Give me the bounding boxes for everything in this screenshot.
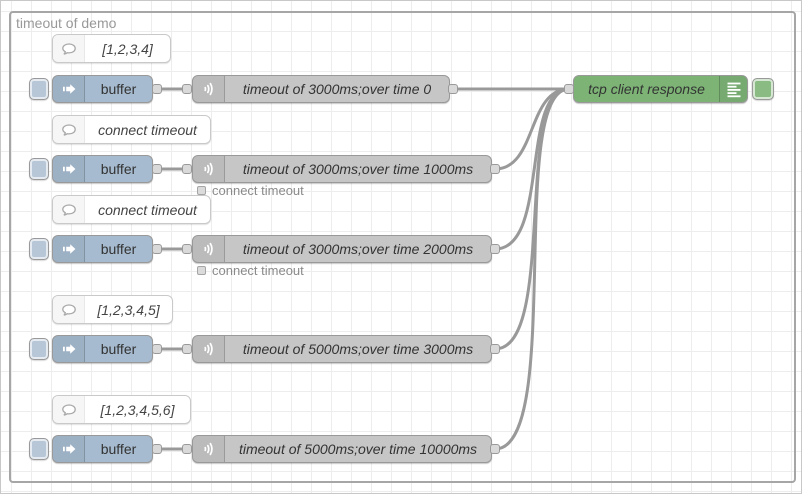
tcp-request-label: timeout of 5000ms;over time 10000ms	[238, 441, 478, 457]
inject-label: buffer	[100, 441, 137, 457]
wire-tcp3-debug[interactable]	[494, 87, 570, 251]
inject-arrow-icon	[53, 236, 85, 262]
inject-label: buffer	[100, 161, 137, 177]
comment-node[interactable]: [1,2,3,4,5]	[52, 295, 173, 324]
tcp-output-port[interactable]	[490, 344, 500, 354]
tcp-request-node[interactable]: timeout of 3000ms;over time 2000ms	[192, 235, 492, 263]
tcp-input-port[interactable]	[182, 84, 192, 94]
debug-input-port[interactable]	[564, 84, 574, 94]
tcp-request-node[interactable]: timeout of 3000ms;over time 1000ms	[192, 155, 492, 183]
status-label: connect timeout	[212, 183, 304, 198]
inject-button[interactable]	[29, 78, 49, 100]
inject-node[interactable]: buffer	[52, 155, 153, 183]
comment-bubble-icon	[53, 296, 85, 323]
group-label: timeout of demo	[16, 15, 117, 31]
tcp-input-port[interactable]	[182, 444, 192, 454]
comment-node[interactable]: connect timeout	[52, 195, 211, 224]
debug-toggle-button[interactable]	[752, 78, 774, 100]
comment-bubble-icon	[53, 196, 85, 223]
tcp-output-port[interactable]	[490, 244, 500, 254]
inject-output-port[interactable]	[152, 244, 162, 254]
inject-button[interactable]	[29, 438, 49, 460]
comment-node[interactable]: connect timeout	[52, 115, 211, 144]
wire-tcp2-debug[interactable]	[494, 87, 570, 171]
comment-bubble-icon	[53, 116, 85, 143]
status-dot-icon	[197, 266, 206, 275]
tcp-input-port[interactable]	[182, 164, 192, 174]
inject-node[interactable]: buffer	[52, 235, 153, 263]
comment-label: [1,2,3,4,5,6]	[100, 401, 175, 418]
inject-label: buffer	[100, 341, 137, 357]
tcp-request-node[interactable]: timeout of 5000ms;over time 3000ms	[192, 335, 492, 363]
inject-button[interactable]	[29, 158, 49, 180]
tcp-output-port[interactable]	[448, 84, 458, 94]
inject-output-port[interactable]	[152, 84, 162, 94]
inject-button[interactable]	[29, 338, 49, 360]
inject-arrow-icon	[53, 436, 85, 462]
comment-label: connect timeout	[98, 201, 197, 218]
tcp-waves-icon	[193, 156, 225, 182]
inject-label: buffer	[100, 81, 137, 97]
comment-label: connect timeout	[98, 121, 197, 138]
inject-output-port[interactable]	[152, 444, 162, 454]
node-status: connect timeout	[197, 263, 304, 278]
inject-arrow-icon	[53, 336, 85, 362]
tcp-request-node[interactable]: timeout of 5000ms;over time 10000ms	[192, 435, 492, 463]
tcp-input-port[interactable]	[182, 344, 192, 354]
status-label: connect timeout	[212, 263, 304, 278]
tcp-waves-icon	[193, 236, 225, 262]
tcp-request-label: timeout of 3000ms;over time 2000ms	[242, 241, 474, 257]
tcp-request-label: timeout of 3000ms;over time 0	[242, 81, 432, 97]
tcp-input-port[interactable]	[182, 244, 192, 254]
inject-output-port[interactable]	[152, 164, 162, 174]
inject-node[interactable]: buffer	[52, 435, 153, 463]
debug-output-icon	[719, 76, 747, 102]
inject-node[interactable]: buffer	[52, 335, 153, 363]
tcp-output-port[interactable]	[490, 444, 500, 454]
comment-bubble-icon	[53, 396, 85, 423]
tcp-waves-icon	[193, 436, 225, 462]
comment-node[interactable]: [1,2,3,4]	[52, 34, 171, 63]
debug-node[interactable]: tcp client response	[573, 75, 748, 103]
comment-label: [1,2,3,4]	[102, 40, 153, 57]
tcp-request-node[interactable]: timeout of 3000ms;over time 0	[192, 75, 450, 103]
comment-node[interactable]: [1,2,3,4,5,6]	[52, 395, 191, 424]
inject-button[interactable]	[29, 238, 49, 260]
inject-output-port[interactable]	[152, 344, 162, 354]
tcp-request-label: timeout of 5000ms;over time 3000ms	[242, 341, 474, 357]
node-status: connect timeout	[197, 183, 304, 198]
debug-label: tcp client response	[588, 81, 705, 97]
tcp-waves-icon	[193, 76, 225, 102]
comment-bubble-icon	[53, 35, 85, 62]
status-dot-icon	[197, 186, 206, 195]
node-group[interactable]: timeout of demo	[9, 11, 796, 483]
inject-node[interactable]: buffer	[52, 75, 153, 103]
inject-arrow-icon	[53, 76, 85, 102]
tcp-output-port[interactable]	[490, 164, 500, 174]
wire-tcp5-debug[interactable]	[494, 87, 570, 451]
comment-label: [1,2,3,4,5]	[97, 301, 160, 318]
tcp-request-label: timeout of 3000ms;over time 1000ms	[242, 161, 474, 177]
tcp-waves-icon	[193, 336, 225, 362]
inject-label: buffer	[100, 241, 137, 257]
inject-arrow-icon	[53, 156, 85, 182]
